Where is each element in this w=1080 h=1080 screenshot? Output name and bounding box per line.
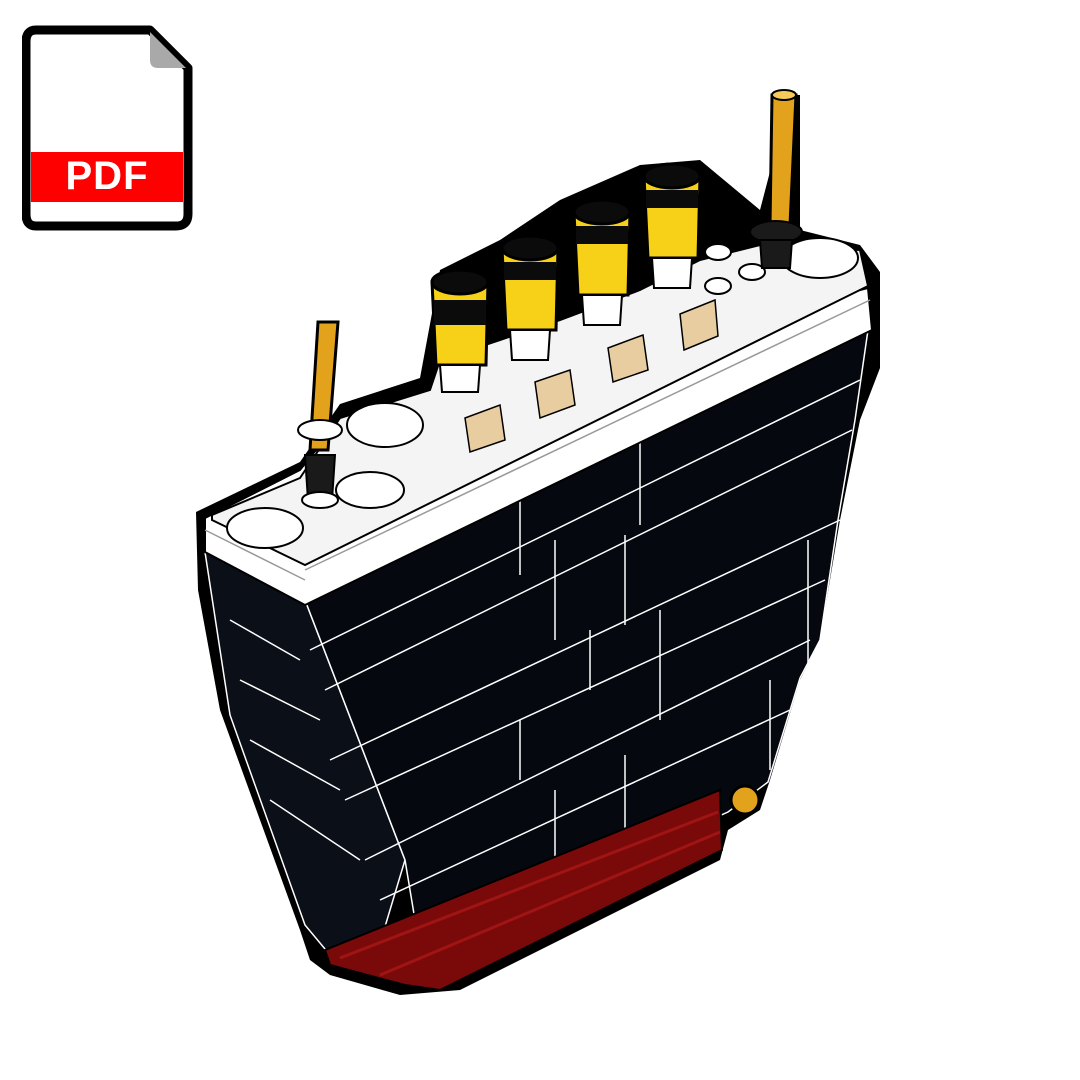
deck-tan-tile: [679, 298, 719, 352]
deck-tan-tile: [464, 403, 506, 454]
page-fold: [150, 32, 186, 68]
deck-tan-tile: [607, 333, 649, 384]
pdf-file-shape: [21, 25, 193, 231]
deck-round-tile: [335, 471, 405, 509]
funnel: [500, 234, 560, 361]
pdf-label: PDF: [65, 154, 149, 198]
funnel: [642, 162, 702, 289]
deck-round-tile: [346, 402, 424, 448]
keel: [323, 788, 724, 992]
funnel: [572, 198, 632, 326]
mast-left: [297, 320, 343, 509]
deck-rim-side-line: [204, 529, 306, 581]
deck-rim-line: [304, 299, 871, 571]
deck-studs: [704, 243, 766, 295]
rudder-pin: [729, 784, 761, 816]
deck-tan-tile: [534, 368, 576, 420]
deck-round-tile: [226, 507, 304, 549]
pdf-file-icon[interactable]: PDF: [21, 24, 194, 234]
pdf-red-band: [31, 152, 183, 202]
keel-stripe-lower: [379, 830, 721, 977]
funnel: [430, 268, 490, 393]
mast-right: [749, 89, 803, 269]
deck-round-tile: [781, 237, 859, 279]
keel-stripe: [339, 810, 719, 960]
